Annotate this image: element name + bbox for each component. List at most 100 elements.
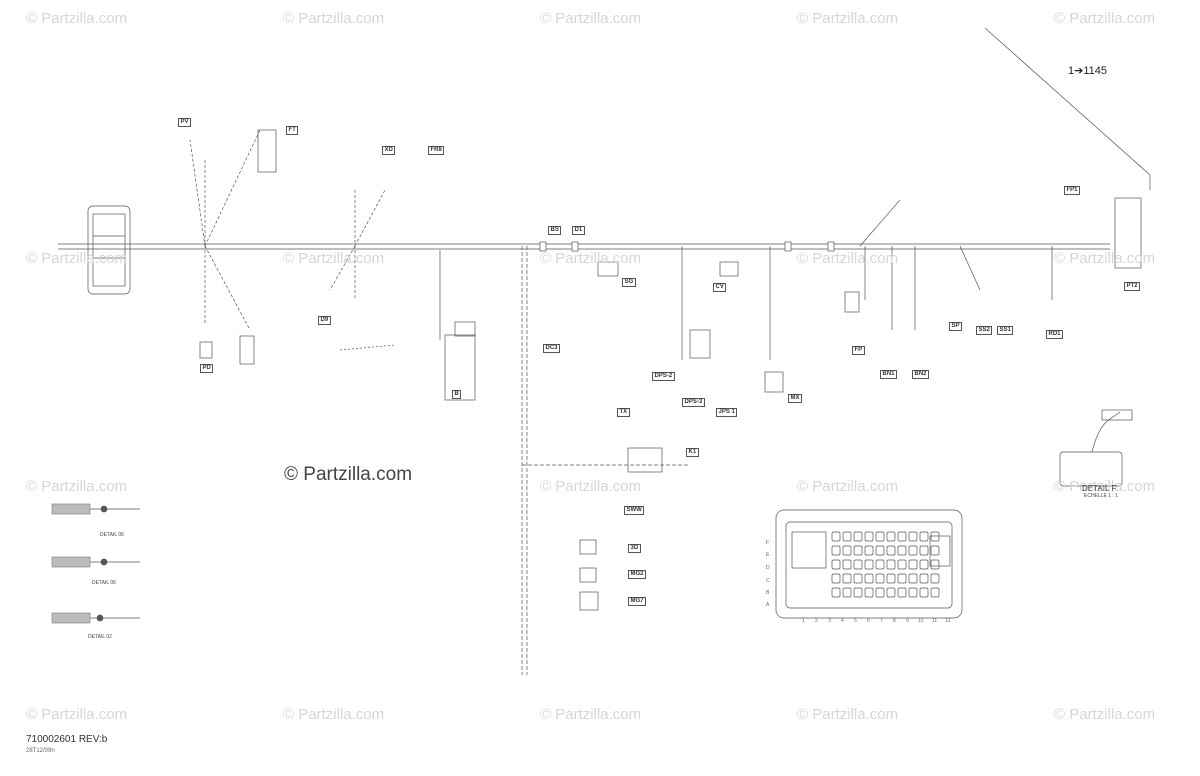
detail-label: DETAIL 02 <box>88 634 112 640</box>
fuse-slot <box>908 587 918 598</box>
connector-mg2 <box>579 567 597 583</box>
connector-mg7 <box>579 591 599 611</box>
fuse-slot <box>864 587 874 598</box>
watermark: © Partzilla.com <box>540 10 642 27</box>
connector-code: BN1 <box>880 370 898 379</box>
fuse-slot <box>853 587 863 598</box>
fuse-col-number: 12 <box>945 618 951 624</box>
detail-02 <box>51 612 140 624</box>
fuse-col-number: 7 <box>880 618 883 624</box>
fuse-slot <box>831 573 841 584</box>
fuse-slot <box>864 573 874 584</box>
connector-code: MG2 <box>628 570 647 579</box>
connector-code: RD1 <box>1046 330 1064 339</box>
detail-06-b <box>51 556 140 568</box>
branch-line <box>339 344 396 351</box>
watermark: © Partzilla.com <box>797 478 899 495</box>
watermark: © Partzilla.com <box>1054 250 1156 267</box>
fuse-slot <box>875 559 885 570</box>
branch-line <box>204 245 251 331</box>
fuse-col-number: 8 <box>893 618 896 624</box>
connector-mx <box>764 371 784 393</box>
fuse-slot <box>919 545 929 556</box>
fuse-slot <box>875 573 885 584</box>
connector-dps <box>689 329 711 359</box>
watermark: © Partzilla.com <box>283 250 385 267</box>
fuse-slot <box>853 545 863 556</box>
fuse-row-letter: A <box>766 602 770 608</box>
junction-box-inner <box>92 213 126 287</box>
branch-line <box>354 189 386 247</box>
fuse-row-letter: E <box>766 552 770 558</box>
connector-code: BN2 <box>912 370 930 379</box>
module-connector <box>444 334 476 401</box>
copyright-label: © Partzilla.com <box>284 464 413 485</box>
connector-code: XD <box>382 146 396 155</box>
watermark: © Partzilla.com <box>540 478 642 495</box>
connector-code: DPS-2 <box>652 372 675 381</box>
fuse-slot <box>886 559 896 570</box>
branch-line <box>204 129 261 247</box>
fuse-slot <box>831 545 841 556</box>
connector-sg <box>597 261 619 277</box>
fuse-col-number: 10 <box>918 618 924 624</box>
fuse-row-letter: C <box>766 578 770 584</box>
fuse-col-number: 3 <box>828 618 831 624</box>
watermark: © Partzilla.com <box>26 478 128 495</box>
fuse-slot <box>842 559 852 570</box>
watermark: © Partzilla.com <box>26 250 128 267</box>
connector-k1 <box>627 447 663 473</box>
watermark: © Partzilla.com <box>797 250 899 267</box>
watermark: © Partzilla.com <box>1054 10 1156 27</box>
reference-leader <box>984 27 1151 190</box>
connector-code: TX <box>617 408 630 417</box>
connector-bn <box>844 291 860 313</box>
fuse-slot <box>875 545 885 556</box>
reference-label: 1➔1145 <box>1068 65 1107 77</box>
relay-slot <box>791 531 827 569</box>
connector-code: PT2 <box>1124 282 1141 291</box>
detail-f-harness <box>1091 411 1121 453</box>
fuse-slot <box>864 531 874 542</box>
connector-code: FR8 <box>428 146 445 155</box>
fuse-slot <box>842 545 852 556</box>
watermark: © Partzilla.com <box>26 10 128 27</box>
connector-code: FP1 <box>1064 186 1081 195</box>
connector-code: JPS 1 <box>716 408 738 417</box>
watermark: © Partzilla.com <box>540 706 642 723</box>
fuse-slot <box>930 545 940 556</box>
fuse-slot <box>886 587 896 598</box>
fuse-slot <box>897 559 907 570</box>
fuse-slot <box>853 573 863 584</box>
fuse-slot <box>930 531 940 542</box>
connector-code: DC3 <box>543 344 561 353</box>
connector-pd <box>199 341 213 359</box>
connector-code: PV <box>178 118 192 127</box>
drawing-number: 710002601 REV:b <box>26 734 108 745</box>
connector-code: B <box>452 390 462 399</box>
watermark: © Partzilla.com <box>797 10 899 27</box>
fuse-slot <box>886 545 896 556</box>
module-connector <box>454 321 476 337</box>
watermark: © Partzilla.com <box>1054 478 1156 495</box>
connector-code: SS2 <box>976 326 993 335</box>
connector-code: FP <box>852 346 865 355</box>
connector-code: PD <box>200 364 214 373</box>
fuse-slot <box>908 531 918 542</box>
fuse-col-number: 6 <box>867 618 870 624</box>
fuse-row-letter: F <box>766 540 770 546</box>
fuse-slot <box>930 587 940 598</box>
fuse-row-letter: D <box>766 565 770 571</box>
branch-line <box>959 245 981 291</box>
fuse-slot <box>864 559 874 570</box>
connector-code: CV <box>713 283 727 292</box>
detail-label: DETAIL F <box>1082 484 1117 493</box>
fuse-slot <box>897 573 907 584</box>
watermark: © Partzilla.com <box>283 706 385 723</box>
detail-sub-label: ECHELLE 1 : 1 <box>1084 493 1118 499</box>
connector-ft <box>257 129 277 173</box>
fuse-slot <box>897 545 907 556</box>
fuse-slot <box>842 531 852 542</box>
fuse-grid <box>791 531 951 598</box>
